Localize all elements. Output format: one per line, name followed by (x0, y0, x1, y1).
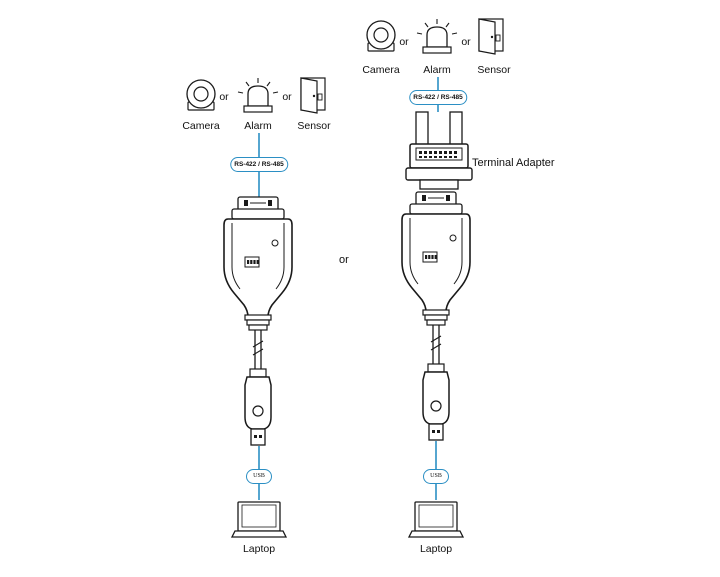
right-laptop-label: Laptop (419, 543, 453, 555)
right-camera-label: Camera (362, 64, 400, 76)
right-alarm-label: Alarm (423, 64, 451, 76)
left-laptop-icon (231, 501, 287, 538)
left-or-1: or (219, 91, 229, 103)
middle-or: or (339, 254, 349, 266)
right-usb-tag: USB (423, 469, 449, 484)
right-cable-icon (401, 191, 471, 441)
left-alarm-icon (237, 77, 279, 113)
left-or-2: or (282, 91, 292, 103)
left-camera-label: Camera (182, 120, 220, 132)
left-alarm-label: Alarm (244, 120, 272, 132)
right-sensor-icon (478, 18, 504, 55)
right-camera-icon (366, 20, 396, 52)
left-serial-tag: RS-422 / RS-485 (230, 157, 288, 172)
right-alarm-icon (416, 18, 458, 54)
terminal-adapter-label: Terminal Adapter (472, 157, 555, 169)
left-sensor-label: Sensor (297, 120, 331, 132)
left-laptop-label: Laptop (242, 543, 276, 555)
left-camera-icon (186, 79, 216, 111)
right-laptop-icon (408, 501, 464, 538)
right-or-1: or (399, 36, 409, 48)
right-serial-tag: RS-422 / RS-485 (409, 90, 467, 105)
terminal-adapter-icon (405, 111, 473, 190)
left-cable-icon (223, 196, 293, 446)
left-sensor-icon (300, 77, 326, 114)
right-sensor-label: Sensor (477, 64, 511, 76)
right-or-2: or (461, 36, 471, 48)
left-usb-tag: USB (246, 469, 272, 484)
